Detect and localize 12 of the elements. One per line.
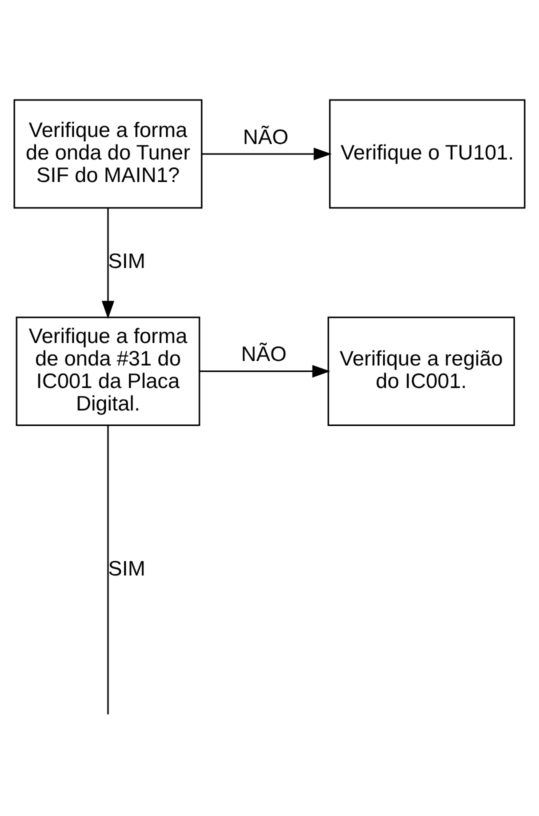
arrow xyxy=(102,208,114,319)
edge-label: NÃO xyxy=(241,343,287,366)
edge-label: SIM xyxy=(108,250,146,274)
node-box: Verifique a região do IC001. xyxy=(328,316,515,426)
edge-label: SIM xyxy=(108,557,146,580)
arrow xyxy=(199,364,330,378)
node-box: Verifique o TU101. xyxy=(329,99,526,209)
connector xyxy=(107,425,109,714)
edge-label: NÃO xyxy=(243,126,288,149)
arrow xyxy=(202,148,332,160)
node-box: Verifique a forma de onda #31 do IC001 da Placa Digital. xyxy=(16,316,200,426)
node-box: Verifique a forma de onda do Tuner SIF do MAIN1? xyxy=(14,99,202,209)
